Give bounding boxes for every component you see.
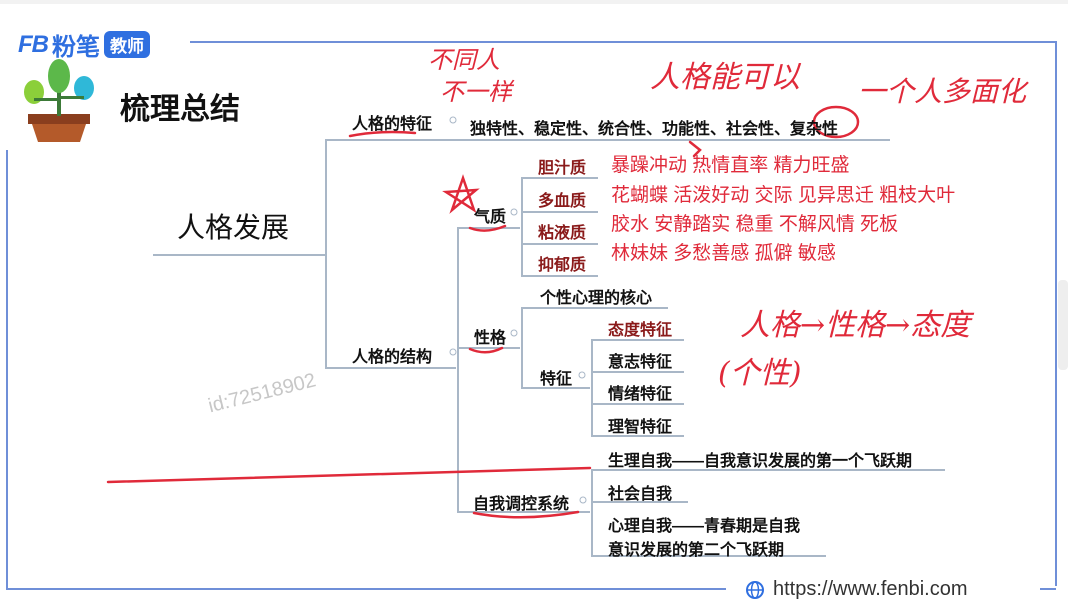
- frame-border-left: [6, 150, 8, 590]
- self-psychological-cont: 意识发展的第二个飞跃期: [608, 542, 785, 559]
- temperament-type-melancholic: 抑郁质: [538, 257, 587, 274]
- section-title: 梳理总结: [120, 93, 240, 126]
- frame-border-bottom: [6, 588, 726, 590]
- root-node: 人格发展: [177, 212, 290, 243]
- self-physical: 生理自我——自我意识发展的第一个飞跃期: [608, 453, 913, 470]
- self-psychological: 心理自我——青春期是自我: [608, 518, 801, 535]
- footer-url: https://www.fenbi.com: [745, 578, 968, 601]
- logo-brand: 粉笔: [52, 34, 100, 61]
- temperament-note-choleric: 暴躁冲动 热情直率 精力旺盛: [611, 155, 850, 176]
- top-divider: [0, 0, 1068, 4]
- globe-icon: [746, 580, 764, 599]
- node-character-traits: 特征: [540, 371, 573, 388]
- temperament-note-sanguine: 花蝴蝶 活泼好动 交际 见异思迁 粗枝大叶: [611, 185, 956, 206]
- logo-mark: FB: [18, 30, 49, 58]
- handwriting-individuality: (个性): [718, 356, 802, 391]
- logo-tag: 教师: [104, 31, 150, 58]
- temperament-type-phlegmatic: 粘液质: [538, 225, 587, 242]
- trait-emotion: 情绪特征: [608, 386, 673, 403]
- fenbi-logo: FB 粉笔 教师: [18, 27, 150, 62]
- temperament-type-sanguine: 多血质: [538, 193, 587, 210]
- trait-intellect: 理智特征: [608, 419, 673, 436]
- handwriting-different: 不同人: [428, 46, 500, 74]
- plant-icon: [24, 59, 94, 142]
- self-social: 社会自我: [608, 486, 673, 503]
- trait-will: 意志特征: [608, 354, 673, 371]
- scrollbar[interactable]: [1058, 280, 1068, 370]
- temperament-note-phlegmatic: 胶水 安静踏实 稳重 不解风情 死板: [611, 214, 899, 235]
- node-self-regulation: 自我调控系统: [473, 496, 570, 513]
- footer-url-text[interactable]: https://www.fenbi.com: [773, 578, 968, 600]
- node-character: 性格: [474, 330, 507, 347]
- temperament-type-choleric: 胆汁质: [538, 160, 587, 177]
- handwriting-personality: 人格能可以: [650, 60, 800, 95]
- character-core: 个性心理的核心: [540, 290, 653, 307]
- handwriting-multifaceted: 一个人多面化: [858, 75, 1027, 108]
- frame-border-bottom-end: [1040, 588, 1056, 590]
- node-personality-features: 人格的特征: [352, 116, 433, 133]
- node-temperament: 气质: [474, 209, 507, 226]
- temperament-note-melancholic: 林妹妹 多愁善感 孤僻 敏感: [611, 243, 836, 264]
- frame-border-right: [1055, 41, 1057, 586]
- trait-attitude: 态度特征: [608, 322, 673, 339]
- handwriting-flow: 人格→性格→态度: [740, 308, 971, 343]
- features-content: 独特性、稳定性、统合性、功能性、社会性、复杂性: [470, 121, 839, 138]
- handwriting-not-same: 不一样: [440, 78, 512, 106]
- node-personality-structure: 人格的结构: [352, 349, 433, 366]
- frame-border-top: [190, 41, 1056, 43]
